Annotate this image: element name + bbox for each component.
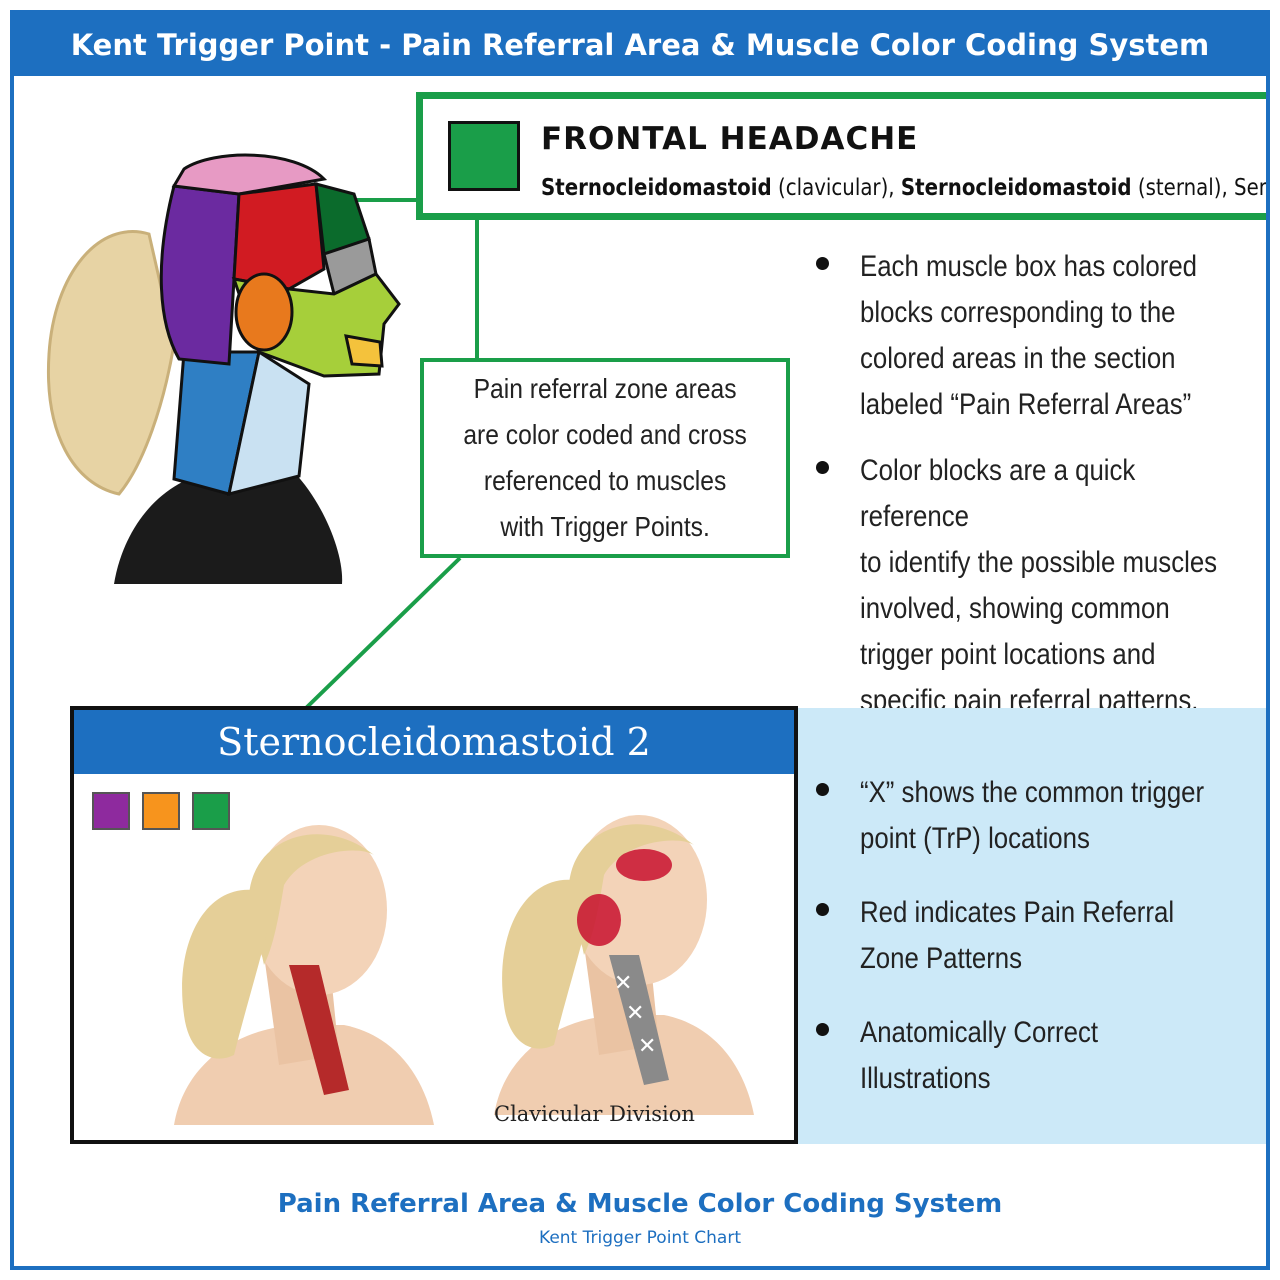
forehead-pain-pattern <box>616 849 672 881</box>
zone-note-text: Pain referral zone areas are color coded… <box>463 373 747 542</box>
figure-caption: Clavicular Division <box>494 1102 695 1126</box>
frontal-headache-muscles: Sternocleidomastoid (clavicular), Sterno… <box>541 175 1266 201</box>
bullet-dot <box>816 903 829 916</box>
muscle-swatch-purple <box>92 792 130 830</box>
ear-pain-pattern <box>577 894 621 946</box>
bullets-top: Each muscle box has colored blocks corre… <box>814 244 1266 744</box>
frontal-headache-title: FRONTAL HEADACHE <box>541 121 919 157</box>
bullets-bottom: “X” shows the common trigger point (TrP)… <box>814 770 1266 1122</box>
bullet-dot <box>816 1023 829 1036</box>
trp-x-marker: ✕ <box>626 1001 644 1026</box>
bullet-item: Each muscle box has colored blocks corre… <box>814 244 1266 428</box>
bullet-text: “X” shows the common trigger point (TrP)… <box>860 776 1205 855</box>
bullet-text: Each muscle box has colored blocks corre… <box>860 250 1198 421</box>
vertex-zone <box>171 153 328 196</box>
neck-front-zone <box>227 349 311 497</box>
figure-right-illustration: ✕ ✕ ✕ <box>494 815 754 1115</box>
connector-box-to-note <box>475 214 479 360</box>
light-blue-panel <box>796 708 1266 1144</box>
bullet-dot <box>816 257 829 270</box>
bullet-dot <box>816 783 829 796</box>
figure-left-illustration <box>174 825 434 1125</box>
bullet-item: Color blocks are a quick reference to id… <box>814 448 1266 724</box>
zone-note-box: Pain referral zone areas are color coded… <box>420 358 790 558</box>
muscle-swatch-orange <box>142 792 180 830</box>
mouth-zone <box>344 334 384 368</box>
muscle-note-1: (clavicular), <box>771 175 901 201</box>
trp-x-marker: ✕ <box>638 1034 656 1059</box>
muscle-note-2: (sternal), <box>1131 175 1235 201</box>
occipital-zone <box>159 184 241 366</box>
shoulders-shape <box>114 472 343 584</box>
ponytail-shape <box>46 230 176 496</box>
frontal-headache-box: FRONTAL HEADACHE Sternocleidomastoid (cl… <box>416 92 1266 220</box>
connector-head-to-box <box>344 198 420 202</box>
muscle-box: Sternocleidomastoid 2 ✕ ✕ ✕ Clavi <box>70 706 798 1144</box>
muscle-name-2: Sternocleidomastoid <box>900 175 1132 201</box>
bullet-text: Color blocks are a quick reference to id… <box>860 454 1218 717</box>
frontal-headache-swatch <box>448 121 520 191</box>
bullet-text: Red indicates Pain Referral Zone Pattern… <box>860 896 1175 975</box>
bullet-item: Anatomically Correct Illustrations <box>814 1010 1266 1102</box>
muscle-name-1: Sternocleidomastoid <box>541 175 772 201</box>
bullet-item: “X” shows the common trigger point (TrP)… <box>814 770 1266 862</box>
muscle-name-3-partial: Sem <box>1234 175 1266 201</box>
color-coded-head-illustration <box>46 153 401 584</box>
bullet-dot <box>816 461 829 474</box>
footer-title: Pain Referral Area & Muscle Color Coding… <box>277 1189 1003 1219</box>
footer-subtitle: Kent Trigger Point Chart <box>539 1228 741 1248</box>
trp-x-marker: ✕ <box>614 971 632 996</box>
bullet-item: Red indicates Pain Referral Zone Pattern… <box>814 890 1266 982</box>
temple-zone <box>232 182 326 291</box>
bullet-text: Anatomically Correct Illustrations <box>860 1016 1099 1095</box>
top-banner: Kent Trigger Point - Pain Referral Area … <box>14 14 1266 76</box>
ear-zone <box>234 272 294 352</box>
muscle-box-title: Sternocleidomastoid 2 <box>74 710 794 774</box>
chart-frame: Kent Trigger Point - Pain Referral Area … <box>10 10 1270 1270</box>
muscle-swatch-green <box>192 792 230 830</box>
